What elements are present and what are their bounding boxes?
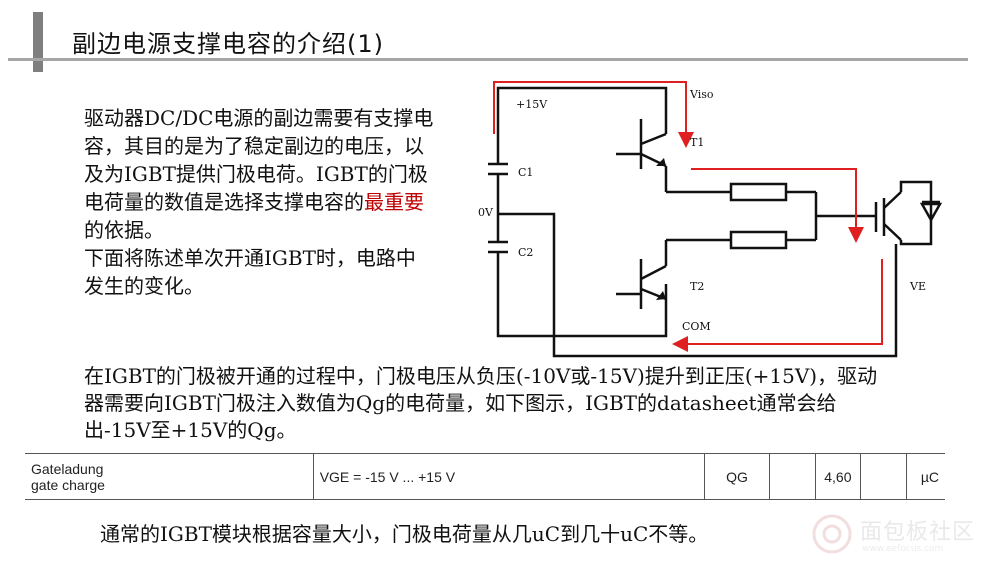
table-row: Gateladung gate charge VGE = -15 V ... +… bbox=[25, 453, 945, 500]
title-bar: 副边电源支撑电容的介绍(1) bbox=[0, 0, 992, 72]
intro-text-part1: 驱动器DC/DC电源的副边需要有支撑电容，其目的是为了稳定副边的电压，以及为IG… bbox=[84, 106, 434, 214]
max-cell bbox=[859, 453, 907, 500]
value-cell: 4,60 bbox=[814, 453, 861, 500]
current-flow-arrows bbox=[493, 81, 883, 352]
label-t2: T2 bbox=[690, 280, 704, 293]
min-cell bbox=[768, 453, 816, 500]
intro-text-line2: 下面将陈述单次开通IGBT时，电路中发生的变化。 bbox=[84, 246, 416, 298]
watermark-text: 面包板社区 bbox=[860, 520, 976, 545]
gate-charge-spec-table: Gateladung gate charge VGE = -15 V ... +… bbox=[25, 453, 945, 500]
label-viso: Viso bbox=[689, 88, 714, 101]
title-accent-bar bbox=[33, 12, 43, 72]
footer-text: 通常的IGBT模块根据容量大小，门极电荷量从几uC到几十uC不等。 bbox=[100, 522, 709, 546]
label-15v: +15V bbox=[516, 98, 548, 111]
watermark: 面包板社区 www.eefocus.com bbox=[810, 512, 990, 562]
title-underline bbox=[8, 58, 968, 61]
slide-title: 副边电源支撑电容的介绍(1) bbox=[72, 30, 384, 58]
label-c1: C1 bbox=[518, 166, 533, 179]
body-paragraph: 在IGBT的门极被开通的过程中，门极电压从负压(-10V或-15V)提升到正压(… bbox=[84, 364, 878, 442]
circuit-wires bbox=[488, 86, 943, 358]
condition-cell: VGE = -15 V ... +15 V bbox=[312, 453, 705, 500]
unit-cell: µC bbox=[906, 453, 945, 500]
param-cell: Gateladung gate charge bbox=[25, 453, 314, 500]
intro-highlight: 最重要 bbox=[364, 190, 424, 214]
label-0v: 0V bbox=[478, 206, 494, 219]
transistor-emitter-arrows bbox=[656, 158, 666, 300]
label-ve: VE bbox=[909, 280, 926, 293]
label-c2: C2 bbox=[518, 246, 533, 259]
symbol-cell: QG bbox=[704, 453, 770, 500]
param-en: gate charge bbox=[31, 476, 105, 493]
label-t1: T1 bbox=[690, 136, 704, 149]
intro-text: 驱动器DC/DC电源的副边需要有支撑电容，其目的是为了稳定副边的电压，以及为IG… bbox=[84, 104, 434, 300]
intro-text-part2: 的依据。 bbox=[84, 218, 164, 242]
gate-drive-circuit-diagram: +15V Viso C1 C2 0V T1 T2 COM VE bbox=[478, 81, 943, 358]
watermark-url: www.eefocus.com bbox=[862, 544, 944, 554]
param-de: Gateladung bbox=[31, 460, 104, 477]
label-com: COM bbox=[682, 320, 711, 333]
watermark-logo-icon bbox=[812, 514, 852, 554]
